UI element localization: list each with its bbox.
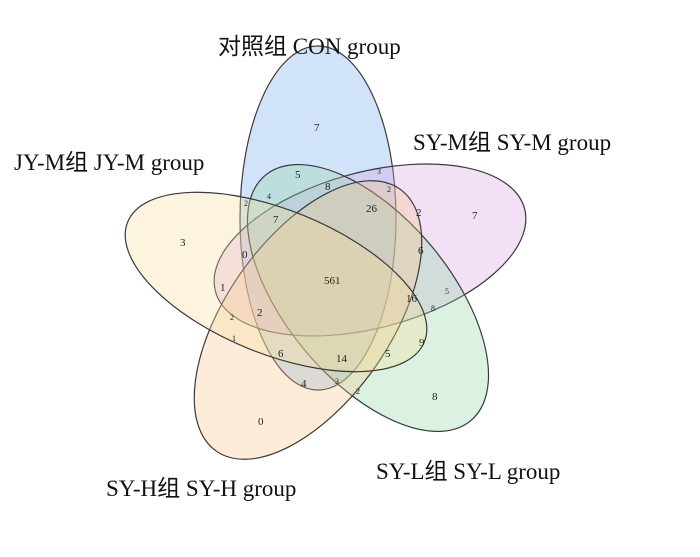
set-ellipse-jym bbox=[124, 191, 428, 373]
set-ellipse-sym bbox=[213, 163, 527, 337]
set-label-sym: SY-M组 SY-M group bbox=[413, 130, 611, 155]
count-region: 4 bbox=[267, 192, 271, 201]
count-region: 2 bbox=[416, 207, 422, 219]
count-region: 1 bbox=[220, 282, 226, 294]
set-label-syl: SY-L组 SY-L group bbox=[376, 459, 560, 484]
count-region: 2 bbox=[244, 199, 248, 208]
count-region: 3 bbox=[377, 167, 381, 176]
set-label-syh: SY-H组 SY-H group bbox=[106, 476, 296, 501]
count-region: 4 bbox=[301, 378, 307, 390]
set-label-con: 对照组 CON group bbox=[218, 34, 401, 59]
count-region: 8 bbox=[431, 304, 435, 313]
count-region: 3 bbox=[335, 377, 339, 386]
count-region: 0 bbox=[242, 249, 248, 261]
count-region: 1 bbox=[232, 334, 236, 343]
count-con-only: 7 bbox=[314, 122, 320, 134]
count-region: 14 bbox=[336, 353, 348, 365]
count-region: 7 bbox=[273, 214, 279, 226]
count-region: 5 bbox=[445, 287, 449, 296]
count-region: 5 bbox=[295, 169, 301, 181]
count-region: 6 bbox=[278, 348, 284, 360]
count-all-five: 561 bbox=[324, 275, 341, 287]
count-region: 8 bbox=[325, 181, 331, 193]
count-jym-only: 3 bbox=[180, 237, 186, 249]
count-sym-only: 7 bbox=[472, 210, 478, 222]
set-ellipse-syh bbox=[193, 180, 423, 460]
set-label-jym: JY-M组 JY-M group bbox=[14, 150, 204, 175]
count-region: 16 bbox=[406, 293, 418, 305]
set-ellipse-syl bbox=[246, 163, 490, 433]
count-syh-only: 0 bbox=[258, 416, 264, 428]
count-region: 2 bbox=[356, 387, 360, 396]
count-region: 9 bbox=[419, 337, 425, 349]
count-syl-only: 8 bbox=[432, 391, 438, 403]
count-region: 6 bbox=[418, 245, 424, 257]
count-region: 2 bbox=[230, 313, 234, 322]
set-ellipse-con bbox=[239, 45, 397, 391]
count-region: 26 bbox=[366, 203, 378, 215]
count-region: 5 bbox=[385, 348, 391, 360]
count-region: 2 bbox=[387, 185, 391, 194]
count-region: 2 bbox=[257, 307, 263, 319]
